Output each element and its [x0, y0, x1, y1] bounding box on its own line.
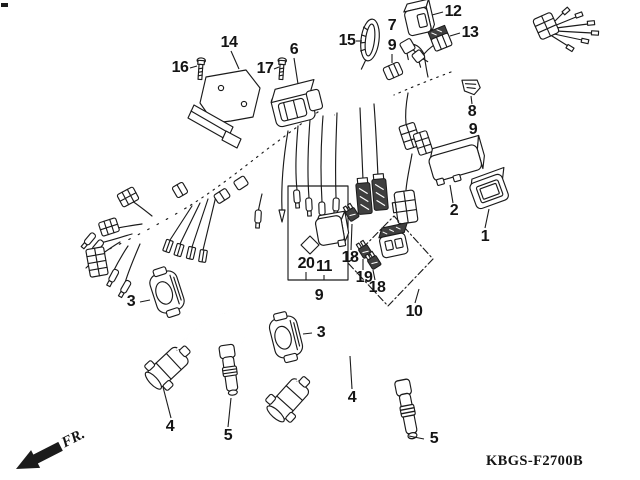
- callout-14: 14: [220, 34, 238, 51]
- part-6-regulator: [270, 79, 324, 128]
- part-20-diamond: [300, 235, 320, 255]
- callout-5: 5: [429, 430, 439, 447]
- callout-17: 17: [256, 60, 274, 77]
- callout-9: 9: [387, 37, 397, 54]
- callout-18: 18: [368, 279, 386, 296]
- part-1-holder: [469, 166, 509, 210]
- callout-10: 10: [405, 303, 423, 320]
- callout-16: 16: [171, 59, 189, 76]
- ht-wire-right: [296, 345, 397, 385]
- callout-6: 6: [289, 41, 299, 58]
- part-3-clamp-right: [265, 308, 307, 366]
- callout-1: 1: [480, 228, 490, 245]
- callout-4: 4: [165, 418, 175, 435]
- callout-15: 15: [338, 32, 356, 49]
- callout-18: 18: [341, 249, 359, 266]
- fuse-box: [378, 222, 409, 259]
- drawing-code: KBGS-F2700B: [486, 453, 584, 469]
- part-7-connector: [382, 61, 404, 81]
- callout-9: 9: [468, 121, 478, 138]
- callout-4: 4: [347, 389, 357, 406]
- callout-5: 5: [223, 427, 233, 444]
- callout-11: 11: [316, 258, 332, 275]
- part-5-plug-cap-right: [393, 377, 422, 441]
- callout-19: 19: [355, 269, 373, 286]
- callout-20: 20: [297, 255, 315, 272]
- top-right-connector-fan: [532, 6, 600, 53]
- callout-2: 2: [449, 202, 459, 219]
- callout-12: 12: [444, 3, 462, 20]
- part-17-bolt: [276, 57, 288, 81]
- fr-arrow-icon: FR.: [16, 426, 88, 469]
- callout-3: 3: [316, 324, 326, 341]
- part-3-clamp-left: [145, 263, 189, 321]
- ht-wire-left: [176, 310, 250, 353]
- callout-13: 13: [461, 24, 479, 41]
- callout-9: 9: [314, 287, 324, 304]
- part-15-band: [360, 18, 380, 70]
- callout-leader-lines: [139, 11, 490, 440]
- cdi-connector-group: [391, 92, 434, 225]
- part-5-plug-cap-left: [218, 343, 242, 397]
- part-14-bracket: [187, 69, 261, 149]
- callout-7: 7: [387, 17, 397, 34]
- part-2-cdi-unit: [428, 134, 485, 186]
- callout-3: 3: [126, 293, 136, 310]
- part-13-connector: [427, 24, 453, 52]
- part-11-relay: [314, 210, 350, 248]
- branch-connectors-12-13: [399, 38, 443, 78]
- part-16-bolt: [195, 57, 207, 81]
- part-8-clip: [461, 79, 481, 96]
- mid-bullet-connectors: [253, 112, 340, 229]
- part-4-ignition-coil-right: [259, 366, 321, 429]
- dark-block-connectors: [355, 103, 389, 215]
- part-12-box: [403, 0, 435, 37]
- corner-mark: [1, 3, 8, 7]
- callout-8: 8: [467, 103, 477, 120]
- fr-label: FR.: [58, 426, 87, 451]
- part-4-ignition-coil-left: [138, 335, 200, 397]
- left-connector-cluster: [79, 175, 249, 299]
